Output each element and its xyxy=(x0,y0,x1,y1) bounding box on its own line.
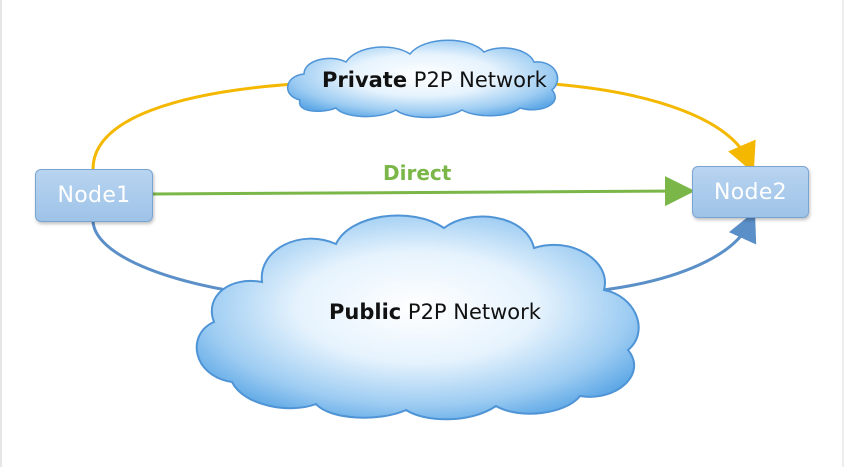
frame-edge-right xyxy=(842,0,844,467)
public-network-label-bold: Public xyxy=(329,300,402,324)
public-network-label-rest: P2P Network xyxy=(407,300,541,324)
node2-label: Node2 xyxy=(714,179,787,205)
direct-edge-label: Direct xyxy=(383,161,452,185)
private-network-label: Private P2P Network xyxy=(322,68,547,92)
frame-edge-left xyxy=(0,0,2,467)
node1-label: Node1 xyxy=(57,183,131,208)
private-network-label-bold: Private xyxy=(322,68,408,92)
private-network-label-rest: P2P Network xyxy=(413,68,547,92)
direct-arrow xyxy=(151,176,695,207)
private-path-left xyxy=(91,82,296,170)
node1-box: Node1 xyxy=(35,169,153,222)
node2-box: Node2 xyxy=(692,166,809,218)
public-path-right xyxy=(602,211,757,292)
public-network-label: Public P2P Network xyxy=(329,300,541,324)
public-cloud-icon xyxy=(195,214,640,421)
private-cloud-icon xyxy=(287,39,559,119)
private-path-right xyxy=(552,82,756,174)
